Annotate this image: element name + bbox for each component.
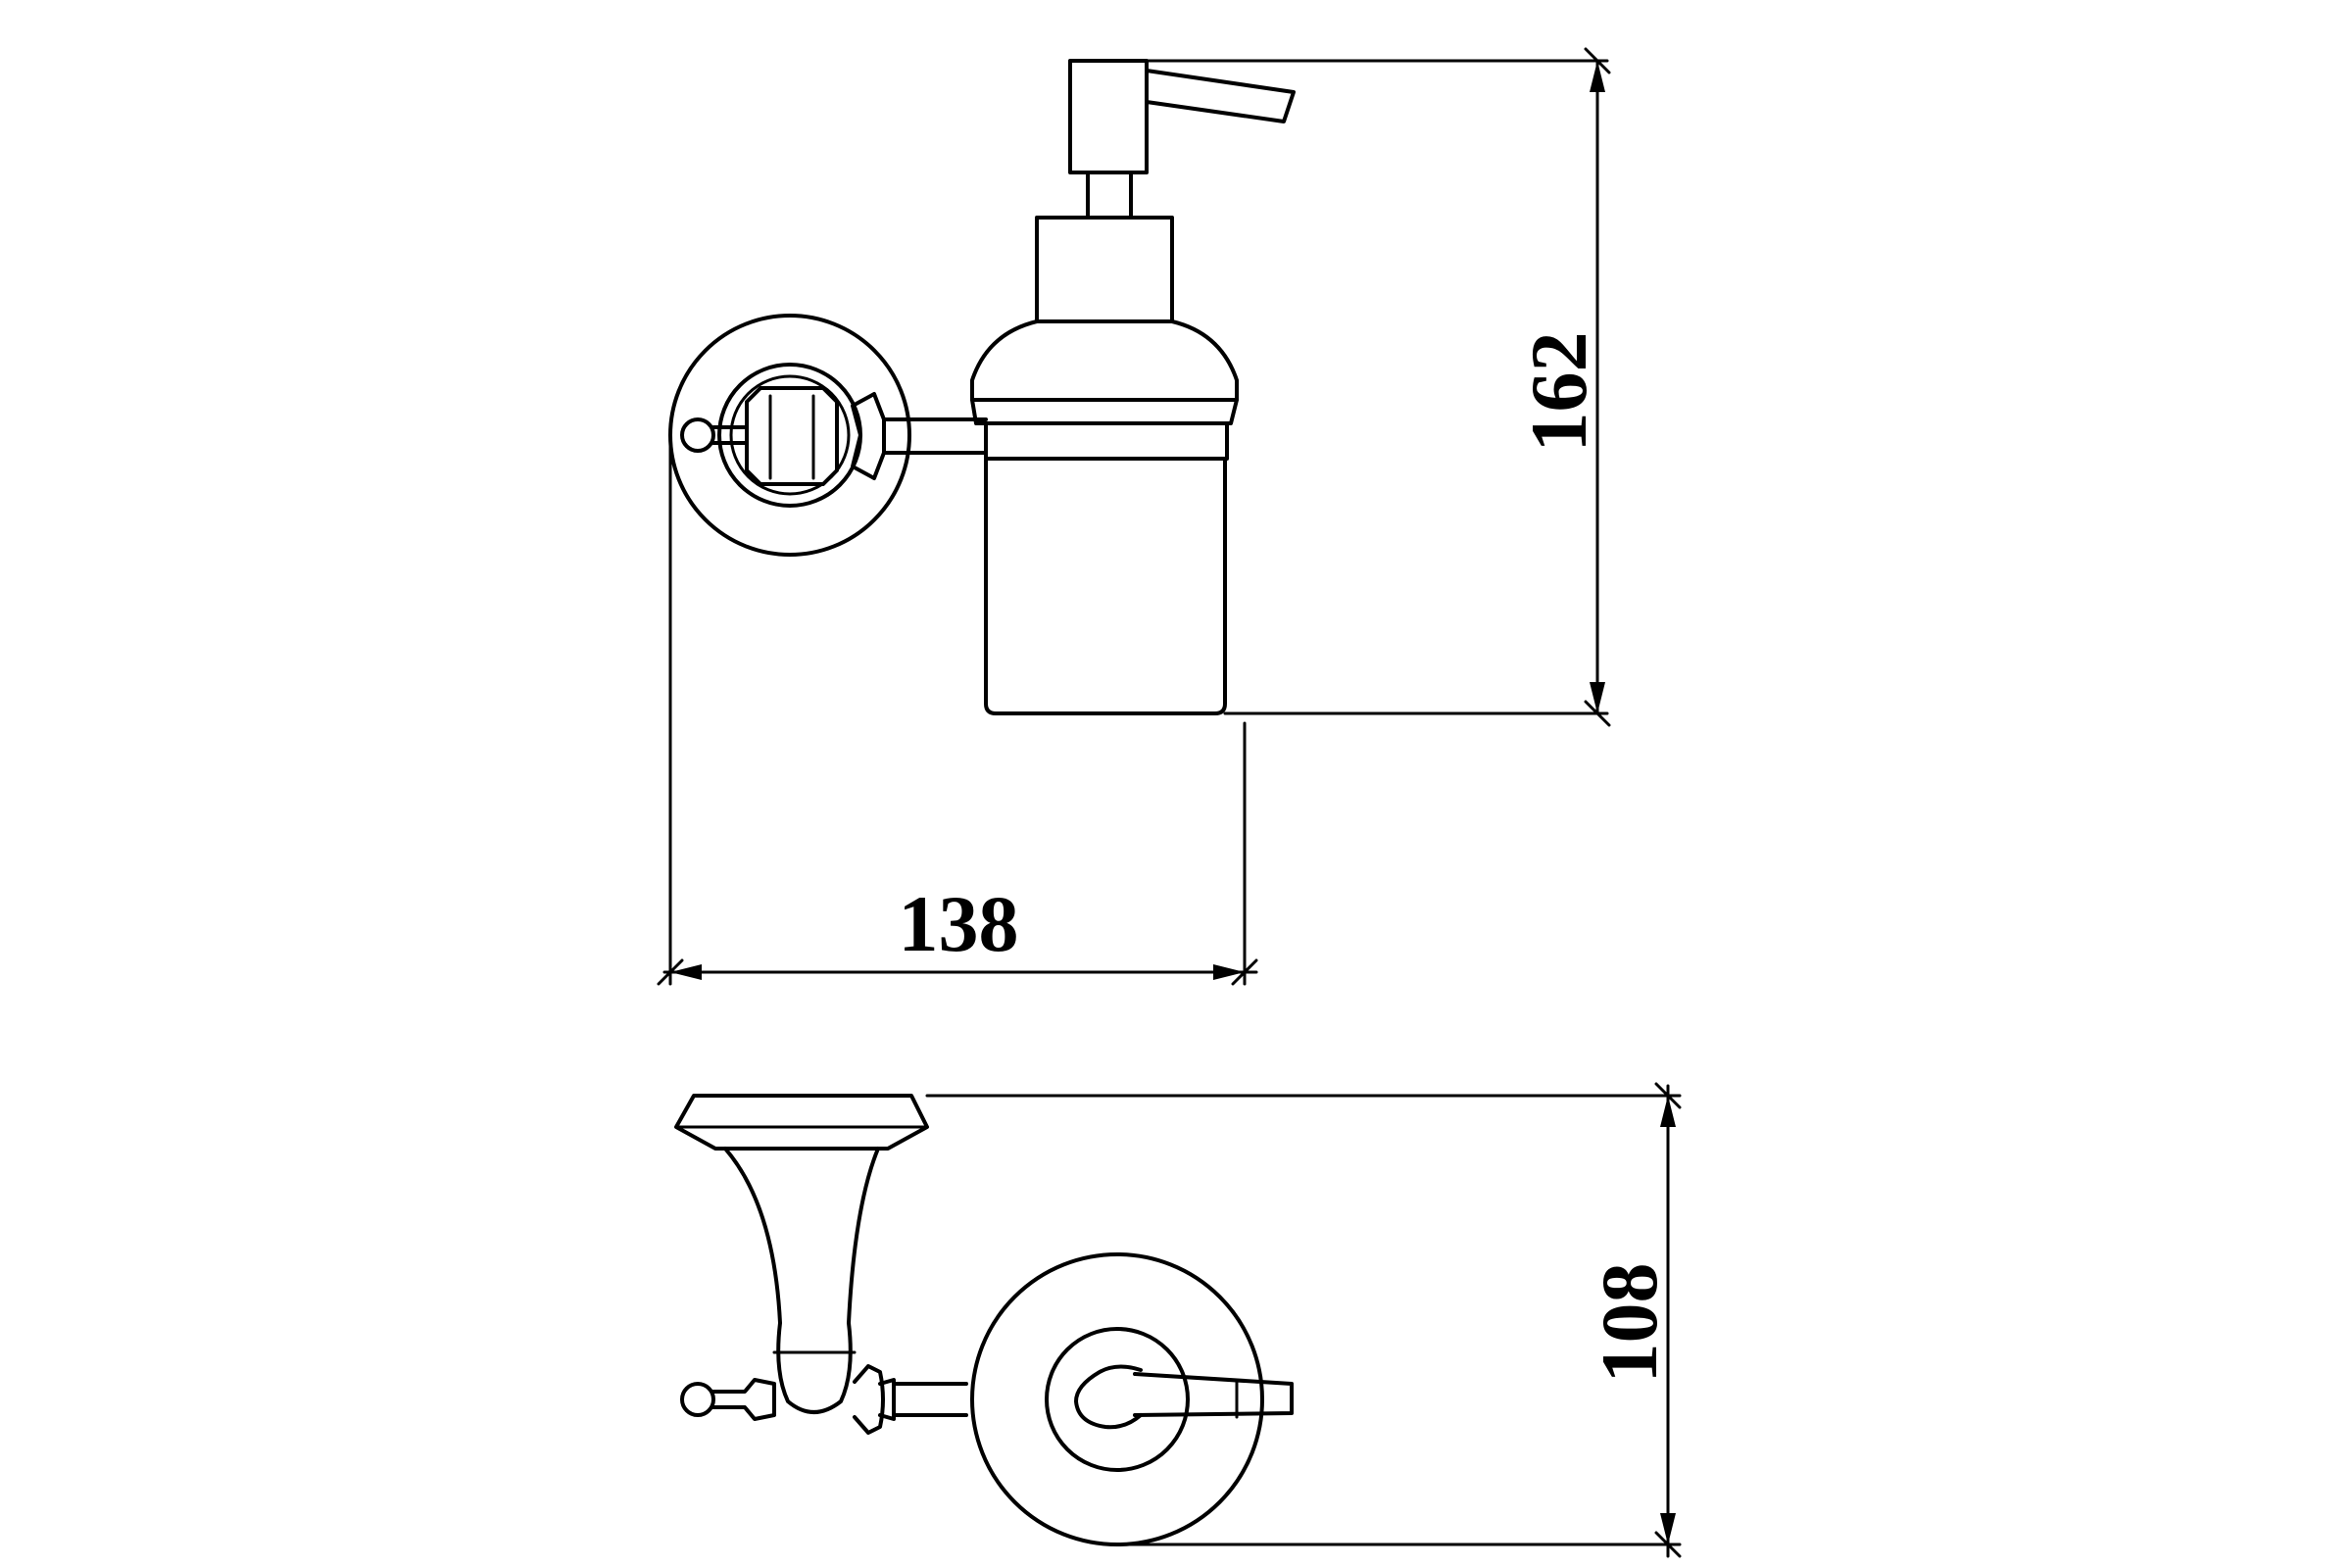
width-dimension: 138	[657, 433, 1258, 986]
width-dimension-label: 138	[899, 879, 1019, 968]
height-dimension-label: 162	[1514, 332, 1603, 453]
mounting-post	[723, 1147, 880, 1414]
pump-collar	[1035, 216, 1174, 323]
height-dimension: 162	[1068, 47, 1611, 727]
depth-dimension: 108	[925, 1082, 1682, 1558]
depth-dimension-label: 108	[1585, 1263, 1674, 1384]
front-view	[668, 59, 1296, 715]
wall-plate	[674, 1094, 929, 1151]
soap-container	[970, 319, 1239, 715]
top-mounting-arm	[892, 1382, 968, 1417]
arm-collar	[853, 1364, 896, 1435]
wall-flange	[668, 314, 911, 557]
container-top	[970, 1252, 1294, 1546]
set-screw-knob	[680, 1378, 776, 1421]
mounting-arm	[882, 417, 988, 455]
pump-nozzle	[1068, 59, 1296, 220]
top-view	[674, 1094, 1294, 1546]
